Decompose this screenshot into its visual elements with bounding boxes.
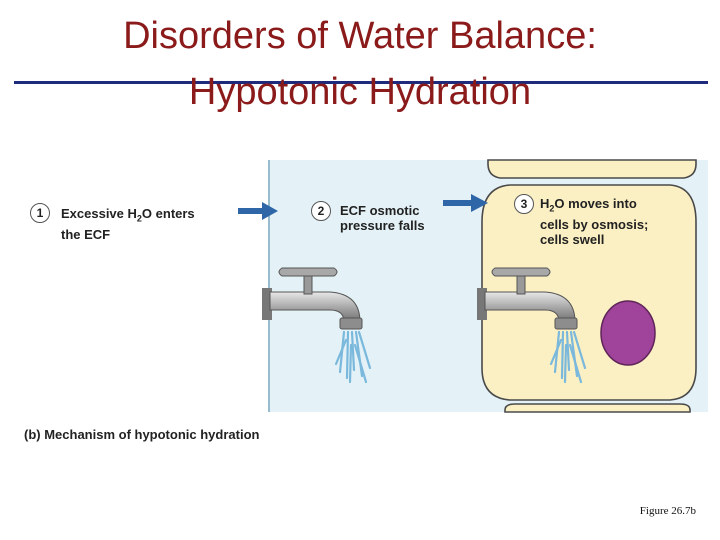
step-3-number: 3 <box>514 194 534 214</box>
step-1-subscript: 2 <box>136 213 142 224</box>
step-2-number: 2 <box>311 201 331 221</box>
step-3-text-c: cells by osmosis; <box>540 216 649 232</box>
step-1-number: 1 <box>30 203 50 223</box>
step-3-label: H2O moves into cells by osmosis; cells s… <box>540 196 648 247</box>
right-arrow-icon <box>238 202 278 220</box>
cell-nucleus-icon <box>600 300 656 366</box>
slide-title-line-2: Hypotonic Hydration <box>188 71 532 113</box>
step-1-text-b: O enters <box>141 206 195 221</box>
figure-reference: Figure 26.7b <box>639 505 696 517</box>
figure-caption: (b) Mechanism of hypotonic hydration <box>24 427 260 442</box>
step-2-text-a: ECF osmotic <box>340 203 420 218</box>
step-1-text-a: Excessive H <box>61 206 137 221</box>
step-2-text-b: pressure falls <box>340 218 425 233</box>
step-2-label: ECF osmotic pressure falls <box>340 203 425 233</box>
swollen-cells <box>481 159 697 413</box>
step-3-text-d: cells swell <box>540 231 605 247</box>
water-faucet-icon <box>477 267 587 384</box>
lower-cell <box>504 403 691 413</box>
step-3-subscript: 2 <box>549 203 555 214</box>
step-1-label: Excessive H2O enters the ECF <box>61 206 195 242</box>
right-arrow-icon <box>443 194 488 212</box>
step-3-text-b: O moves into <box>554 196 637 211</box>
step-1-text-c: the ECF <box>61 226 111 242</box>
title-rule <box>14 81 708 84</box>
slide-title-line-1: Disorders of Water Balance: <box>123 15 597 57</box>
water-faucet-icon <box>262 267 372 384</box>
upper-cell <box>487 159 697 179</box>
step-3-text-a: H <box>540 196 550 211</box>
